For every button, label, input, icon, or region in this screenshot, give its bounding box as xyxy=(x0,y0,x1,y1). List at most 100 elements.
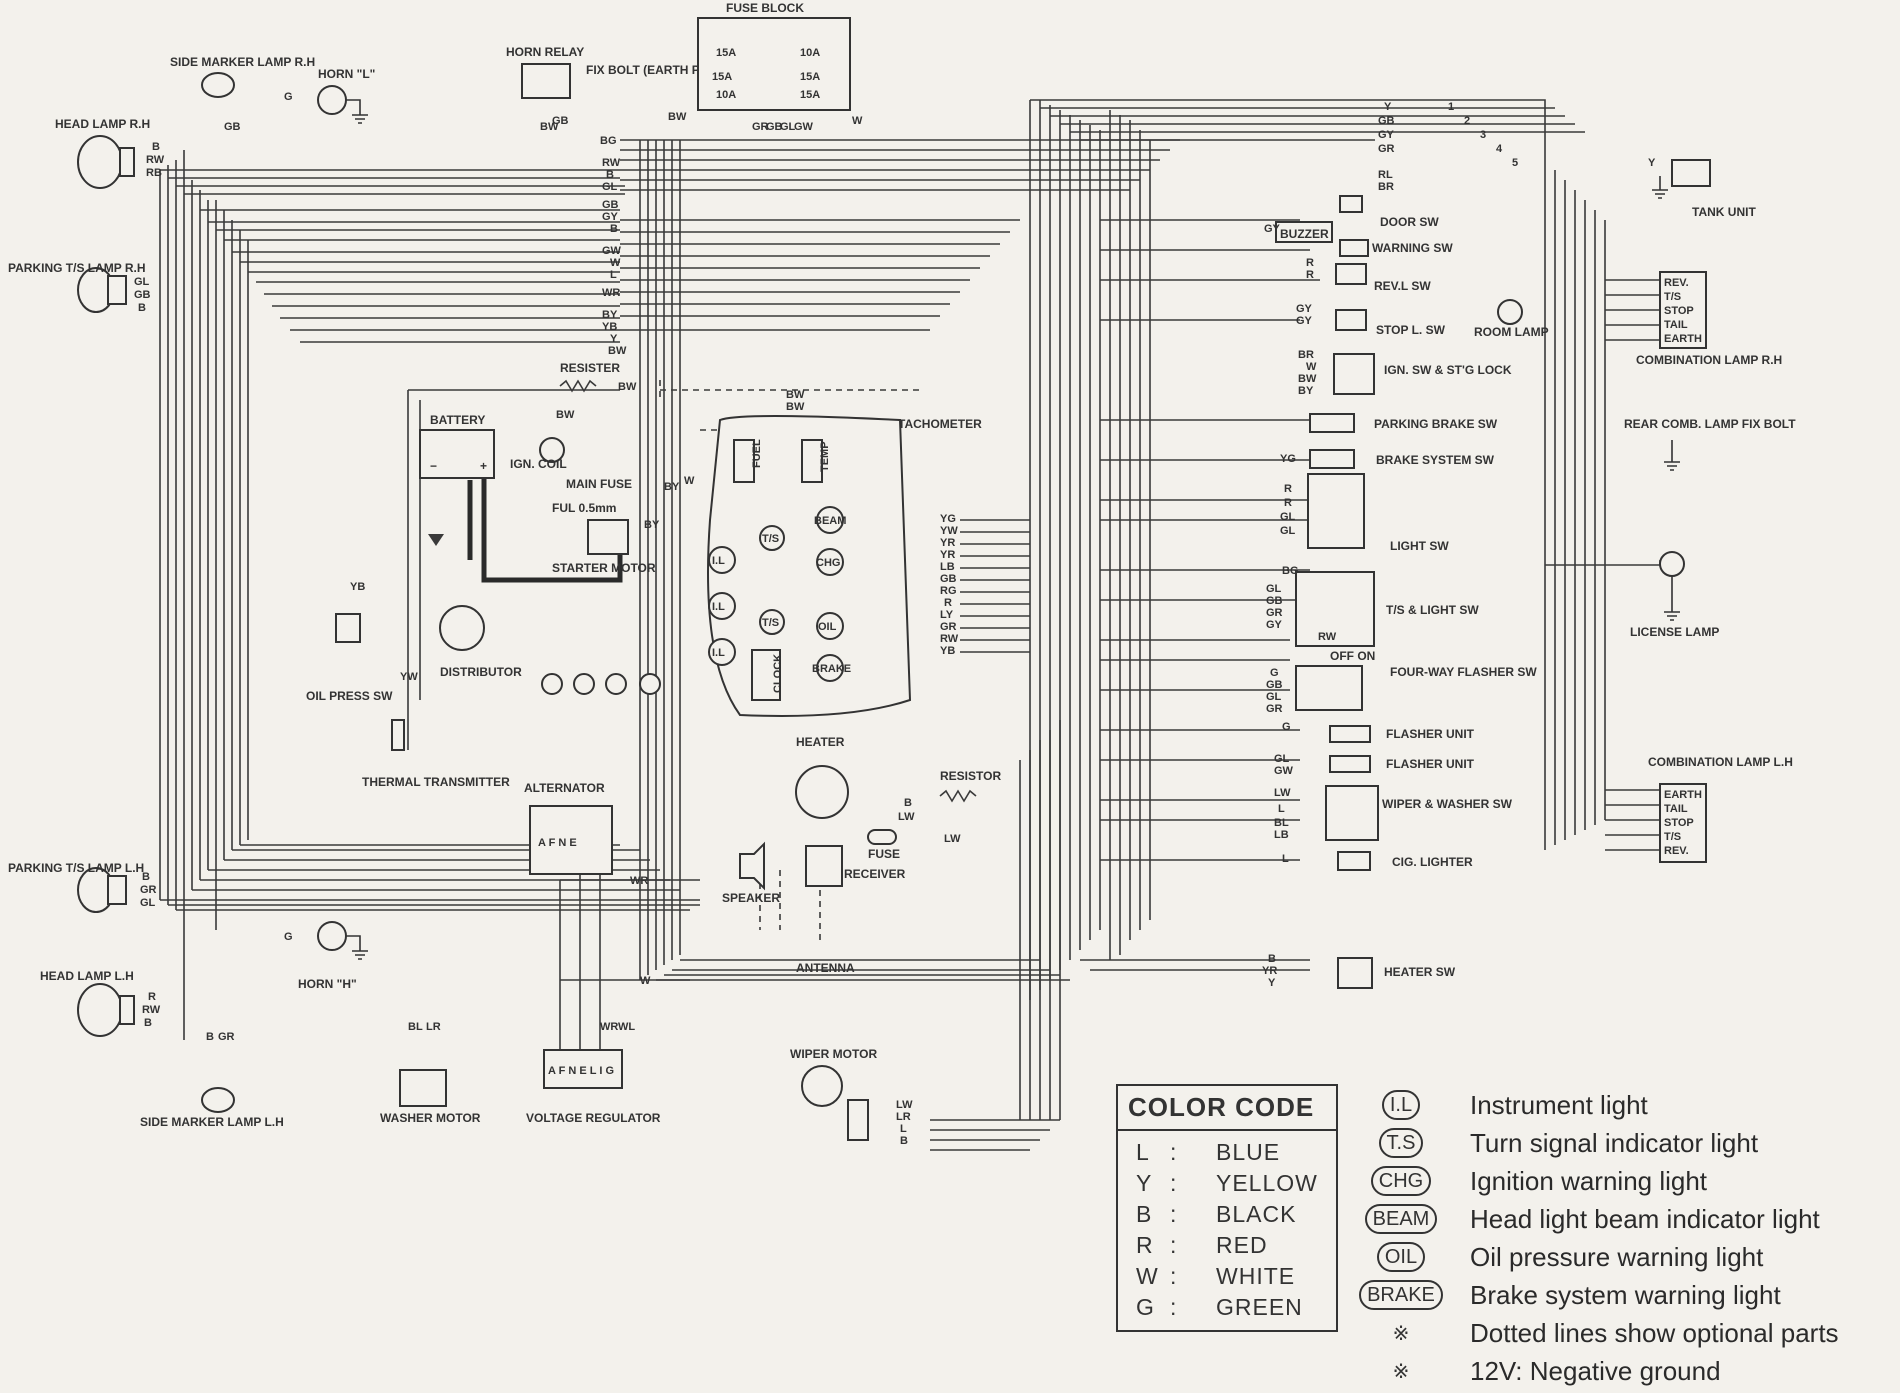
svg-text:WASHER MOTOR: WASHER MOTOR xyxy=(380,1111,481,1125)
combination-lamp-lh: COMBINATION LAMP L.H EARTH TAIL STOP T/S… xyxy=(1648,755,1793,863)
svg-text:YR: YR xyxy=(940,537,955,549)
svg-text:4: 4 xyxy=(1496,143,1503,155)
head-lamp-lh: HEAD LAMP L.H R RW B xyxy=(40,969,161,1037)
svg-text:BW: BW xyxy=(608,345,627,357)
svg-text:BUZZER: BUZZER xyxy=(1280,227,1329,241)
svg-text:GL: GL xyxy=(134,276,150,288)
wiper-washer-sw: WIPER & WASHER SW LW L BL LB xyxy=(1274,785,1513,841)
svg-text:IGN. SW & ST'G LOCK: IGN. SW & ST'G LOCK xyxy=(1384,363,1512,377)
svg-text:YB: YB xyxy=(940,645,955,657)
svg-text:BW: BW xyxy=(556,409,575,421)
lamp-badge: OIL xyxy=(1376,1242,1426,1272)
note-row: ※ Dotted lines show optional parts xyxy=(1362,1314,1900,1352)
svg-text:2: 2 xyxy=(1464,115,1470,127)
svg-text:GW: GW xyxy=(1274,765,1294,777)
flasher-unit-1: FLASHER UNIT G xyxy=(1282,721,1475,743)
wiper-motor: WIPER MOTOR LW LR L B xyxy=(790,1047,913,1147)
svg-text:LR: LR xyxy=(896,1111,911,1123)
svg-text:RW: RW xyxy=(1318,631,1337,643)
svg-text:SIDE MARKER LAMP R.H: SIDE MARKER LAMP R.H xyxy=(170,55,315,69)
svg-text:PARKING T/S LAMP R.H: PARKING T/S LAMP R.H xyxy=(8,261,146,275)
svg-text:LIGHT SW: LIGHT SW xyxy=(1390,539,1449,553)
svg-text:15A: 15A xyxy=(800,89,820,101)
svg-text:RB: RB xyxy=(146,167,162,179)
light-sw: LIGHT SW R R GL GL xyxy=(1280,473,1449,553)
svg-text:FLASHER UNIT: FLASHER UNIT xyxy=(1386,727,1475,741)
color-code-letter: R xyxy=(1136,1232,1153,1258)
starter-motor: STARTER MOTOR xyxy=(552,519,656,575)
color-code-letter: G xyxy=(1136,1294,1154,1320)
right-top-connector: Y GB GY GR RL BR 1 2 3 4 5 xyxy=(1378,101,1518,193)
svg-text:GB: GB xyxy=(940,573,957,585)
svg-text:R: R xyxy=(944,597,952,609)
note-mark: ※ xyxy=(1392,1360,1410,1383)
svg-text:WL: WL xyxy=(618,1021,635,1033)
lamp-legend-text: Oil pressure warning light xyxy=(1470,1241,1764,1272)
color-code-letter: B xyxy=(1136,1201,1152,1227)
lamp-legend-text: Turn signal indicator light xyxy=(1470,1127,1759,1158)
color-code-letter: L xyxy=(1136,1139,1149,1165)
svg-text:T/S: T/S xyxy=(1664,831,1681,843)
lamp-legend-row: T.S Turn signal indicator light xyxy=(1362,1124,1900,1162)
svg-text:BW: BW xyxy=(786,389,805,401)
svg-text:B: B xyxy=(1268,953,1276,965)
lamp-legend: I.L Instrument light T.S Turn signal ind… xyxy=(1359,1086,1900,1390)
svg-text:BY: BY xyxy=(644,519,660,531)
svg-text:L: L xyxy=(900,1123,907,1135)
svg-text:THERMAL TRANSMITTER: THERMAL TRANSMITTER xyxy=(362,775,510,789)
svg-text:RW: RW xyxy=(602,157,621,169)
lamp-legend-text: Head light beam indicator light xyxy=(1470,1203,1820,1234)
color-code-name: BLACK xyxy=(1216,1201,1297,1227)
svg-text:RL: RL xyxy=(1378,169,1393,181)
svg-text:RECEIVER: RECEIVER xyxy=(844,867,906,881)
color-code-row: Y: YELLOW xyxy=(1136,1170,1318,1196)
meter-lamps: I.L I.L I.L T/S T/S BEAM CHG OIL BRAKE xyxy=(708,506,851,682)
receiver: RECEIVER xyxy=(805,845,906,887)
svg-text:TACHOMETER: TACHOMETER xyxy=(898,417,982,431)
svg-text:GB: GB xyxy=(1378,115,1395,127)
svg-text:CIG. LIGHTER: CIG. LIGHTER xyxy=(1392,855,1473,869)
svg-text:LY: LY xyxy=(940,609,954,621)
combination-lamp-rh: REV. T/S STOP TAIL EARTH COMBINATION LAM… xyxy=(1636,271,1782,367)
svg-text:TEMP: TEMP xyxy=(819,441,831,472)
svg-text:EARTH: EARTH xyxy=(1664,789,1702,801)
svg-text:G: G xyxy=(1282,721,1291,733)
svg-text:T/S: T/S xyxy=(762,617,779,629)
color-code-name: GREEN xyxy=(1216,1294,1303,1320)
tachometer-meter: TACHOMETER FUEL TEMP CLOCK I.L I.L I.L T… xyxy=(707,389,982,717)
svg-text:BEAM: BEAM xyxy=(814,515,846,527)
horn-h: HORN "H" G xyxy=(284,921,368,991)
parking-brake-sw: PARKING BRAKE SW xyxy=(1309,413,1498,433)
side-marker-lamp-lh: SIDE MARKER LAMP L.H B GR xyxy=(140,1031,284,1129)
svg-text:B: B xyxy=(904,797,912,809)
lamp-legend-row: BRAKE Brake system warning light xyxy=(1359,1276,1900,1314)
ts-light-sw: T/S & LIGHT SW BG GL GB GR GY RW OFF ON xyxy=(1266,565,1479,663)
svg-text:FUEL: FUEL xyxy=(751,439,763,468)
svg-text:Y: Y xyxy=(1268,977,1276,989)
four-way-flasher-sw: FOUR-WAY FLASHER SW G GB GL GR xyxy=(1266,665,1537,715)
svg-text:LW: LW xyxy=(898,811,915,823)
color-code-letter: Y xyxy=(1136,1170,1152,1196)
svg-text:YG: YG xyxy=(1280,453,1296,465)
svg-text:OIL: OIL xyxy=(818,621,837,633)
svg-text:LICENSE LAMP: LICENSE LAMP xyxy=(1630,625,1719,639)
svg-text:GB: GB xyxy=(134,289,151,301)
svg-text:Y: Y xyxy=(610,333,618,345)
svg-text:BY: BY xyxy=(1298,385,1314,397)
svg-text:WARNING SW: WARNING SW xyxy=(1372,241,1453,255)
svg-text:BG: BG xyxy=(1282,565,1299,577)
svg-text:BY: BY xyxy=(602,309,618,321)
svg-text:GL: GL xyxy=(1280,525,1296,537)
lamp-legend-text: Instrument light xyxy=(1470,1089,1648,1120)
svg-text:REAR COMB. LAMP FIX BOLT: REAR COMB. LAMP FIX BOLT xyxy=(1624,417,1796,431)
lamp-badge: T.S xyxy=(1378,1128,1424,1158)
svg-text:W: W xyxy=(684,475,695,487)
svg-text:PARKING T/S LAMP L.H: PARKING T/S LAMP L.H xyxy=(8,861,144,875)
svg-text:GB: GB xyxy=(766,121,783,133)
color-code-letter: W xyxy=(1136,1263,1158,1289)
svg-text:GB: GB xyxy=(602,199,619,211)
svg-text:HORN "L": HORN "L" xyxy=(318,67,375,81)
svg-text:REV.L SW: REV.L SW xyxy=(1374,279,1431,293)
svg-text:GR: GR xyxy=(140,884,157,896)
